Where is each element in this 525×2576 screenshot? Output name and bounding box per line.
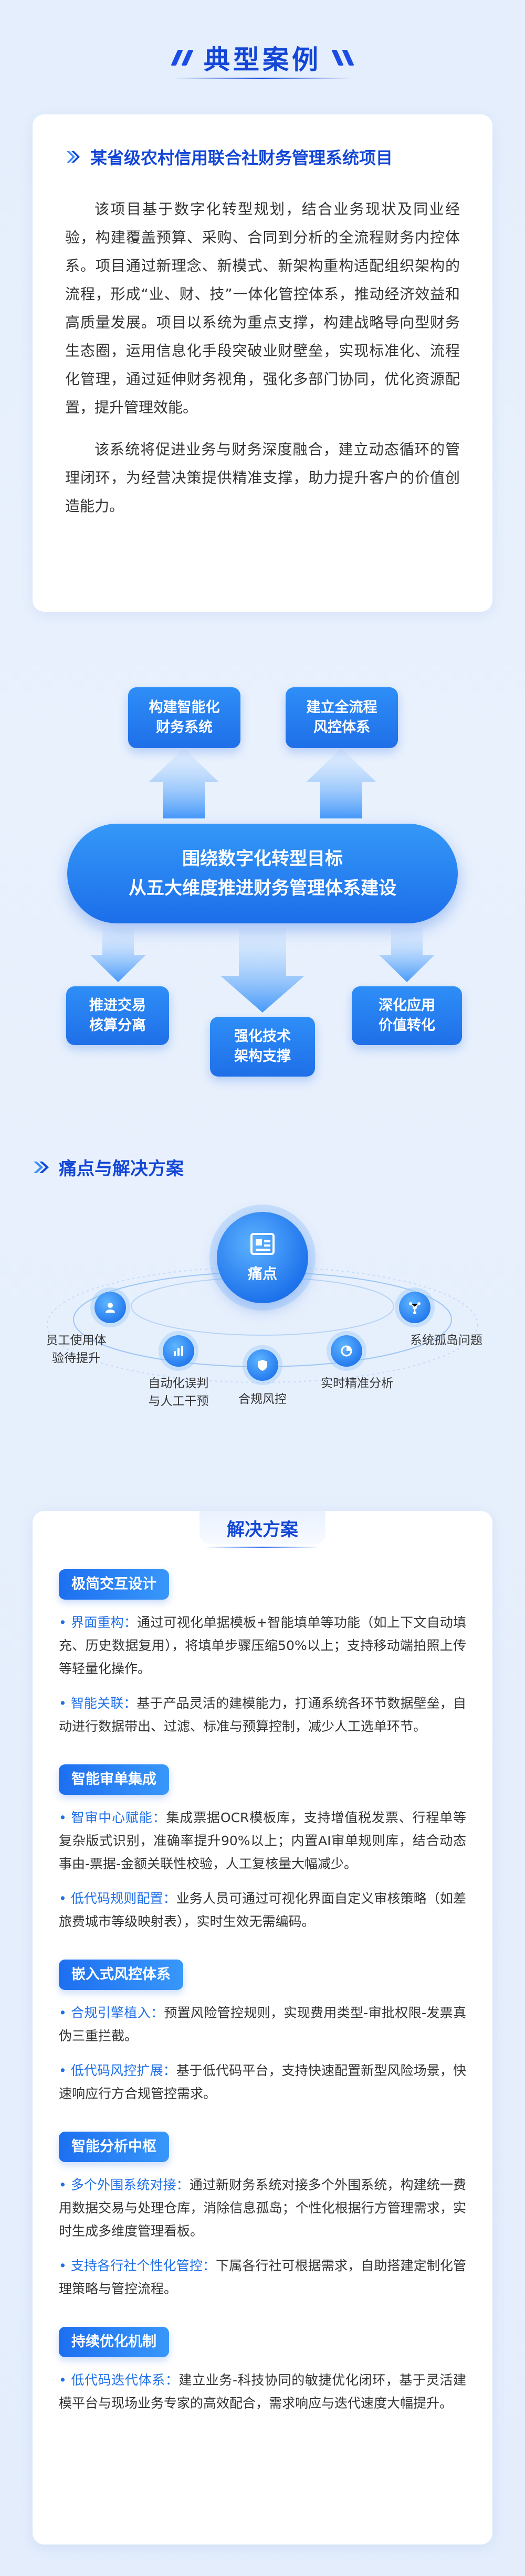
box-deepen-application-value: 深化应用 价值转化 bbox=[352, 986, 462, 1045]
shield-icon bbox=[247, 1349, 278, 1381]
arrow-up-right bbox=[307, 748, 376, 818]
bullet-dot: • bbox=[59, 1696, 71, 1711]
box-build-smart-finance-system: 构建智能化 财务系统 bbox=[128, 687, 240, 748]
solution-item: • 低代码规则配置：业务人员可通过可视化界面自定义审核策略（如差旅费城市等级映射… bbox=[59, 1887, 466, 1933]
item-key: 支持各行社个性化管控： bbox=[70, 2258, 216, 2273]
bullet-dot: • bbox=[59, 1615, 71, 1630]
solution-item: • 合规引擎植入：预置风险管控规则，实现费用类型-审批权限-发票真伪三重拦截。 bbox=[59, 2002, 466, 2048]
pain-core-circle: 痛点 bbox=[217, 1212, 308, 1303]
analytics-icon bbox=[331, 1335, 362, 1367]
bullet-dot: • bbox=[59, 2063, 71, 2078]
item-text: 预置风险管控规则，实现费用类型-审批权限-发票真伪三重拦截。 bbox=[59, 2005, 466, 2043]
center-goal-pill: 围绕数字化转型目标 从五大维度推进财务管理体系建设 bbox=[67, 824, 458, 923]
document-icon bbox=[248, 1232, 277, 1257]
item-key: 智能关联： bbox=[70, 1696, 137, 1711]
bullet-dot: • bbox=[59, 2372, 71, 2388]
box-label: 构建智能化 财务系统 bbox=[149, 699, 220, 736]
item-key: 界面重构： bbox=[70, 1615, 138, 1630]
arrow-down-mid bbox=[220, 928, 304, 1013]
box-build-risk-control-system: 建立全流程 风控体系 bbox=[286, 687, 398, 748]
bullet-dot: • bbox=[59, 2258, 71, 2273]
box-label: 深化应用 价值转化 bbox=[379, 997, 435, 1034]
page-header: 典型案例 bbox=[0, 37, 525, 79]
pain-node-label: 合规风控 bbox=[238, 1392, 287, 1406]
box-label: 强化技术 架构支撑 bbox=[234, 1028, 291, 1065]
diagram-arrows bbox=[90, 748, 435, 1013]
item-text: 集成票据OCR模板库，支持增值税发票、行程单等复杂版式识别，准确率提升90%以上… bbox=[59, 1810, 466, 1871]
box-separate-trade-accounting: 推进交易 核算分离 bbox=[66, 986, 169, 1045]
page-title: 典型案例 bbox=[204, 45, 321, 75]
user-icon bbox=[94, 1292, 126, 1323]
section-tag: 持续优化机制 bbox=[59, 2327, 169, 2357]
solution-card: 解决方案 极简交互设计 • 界面重构：通过可视化单据模板+智能填单等功能（如上下文… bbox=[33, 1511, 492, 2545]
solution-heading: 解决方案 bbox=[194, 1511, 331, 1545]
solution-item: • 智审中心赋能：集成票据OCR模板库，支持增值税发票、行程单等复杂版式识别，准… bbox=[59, 1806, 466, 1876]
arrow-down-right bbox=[379, 928, 435, 982]
solution-heading-underline bbox=[205, 1547, 320, 1548]
slash-decoration-left bbox=[171, 50, 194, 66]
network-icon bbox=[399, 1292, 430, 1323]
solution-heading-tab bbox=[200, 1511, 326, 1545]
item-text: 建立业务-科技协同的敏捷优化闭环，基于灵活建模平台与现场业务专家的高效配合，需求… bbox=[59, 2372, 466, 2411]
slash-decoration-right bbox=[331, 50, 354, 66]
five-dimension-diagram: 构建智能化 财务系统 建立全流程 风控体系 围绕数字化转型目标 从五大维度推进财… bbox=[0, 661, 525, 1091]
item-text: 基于低代码平台，支持快速配置新型风险场景，快速响应行方合规管控需求。 bbox=[59, 2063, 466, 2101]
arrow-up-left bbox=[149, 748, 218, 818]
chart-icon bbox=[163, 1335, 194, 1367]
solution-section: 智能审单集成 • 智审中心赋能：集成票据OCR模板库，支持增值税发票、行程单等复杂… bbox=[59, 1764, 466, 1933]
bullet-dot: • bbox=[59, 1810, 71, 1825]
section-tag: 智能分析中枢 bbox=[59, 2132, 169, 2162]
title-underline bbox=[173, 78, 352, 79]
item-key: 合规引擎植入： bbox=[71, 2005, 164, 2020]
box-strengthen-tech-architecture: 强化技术 架构支撑 bbox=[210, 1017, 315, 1077]
item-key: 低代码迭代体系： bbox=[71, 2372, 179, 2388]
solution-item: • 低代码迭代体系：建立业务-科技协同的敏捷优化闭环，基于灵活建模平台与现场业务… bbox=[59, 2369, 466, 2415]
section-tag: 智能审单集成 bbox=[59, 1764, 169, 1795]
box-label: 建立全流程 风控体系 bbox=[306, 699, 377, 736]
item-text: 通过可视化单据模板+智能填单等功能（如上下文自动填充、历史数据复用），将填单步骤… bbox=[59, 1615, 466, 1676]
solution-section: 持续优化机制 • 低代码迭代体系：建立业务-科技协同的敏捷优化闭环，基于灵活建模平… bbox=[59, 2327, 466, 2415]
item-text: 业务人员可通过可视化界面自定义审核策略（如差旅费城市等级映射表），实时生效无需编… bbox=[59, 1891, 466, 1929]
item-key: 智审中心赋能： bbox=[71, 1810, 166, 1825]
core-label: 痛点 bbox=[247, 1265, 277, 1282]
double-chevron-icon bbox=[33, 1159, 50, 1175]
project-title: 某省级农村信用联合社财务管理系统项目 bbox=[90, 148, 393, 168]
solution-item: • 低代码风控扩展：基于低代码平台，支持快速配置新型风险场景，快速响应行方合规管… bbox=[59, 2059, 466, 2105]
project-card: 某省级农村信用联合社财务管理系统项目 该项目基于数字化转型规划，结合业务现状及同… bbox=[33, 114, 492, 612]
solution-item: • 智能关联：基于产品灵活的建模能力，打通系统各环节数据壁垒，自动进行数据带出、… bbox=[59, 1692, 466, 1738]
solution-section: 智能分析中枢 • 多个外围系统对接：通过新财务系统对接多个外围系统，构建统一费用数… bbox=[59, 2132, 466, 2301]
section-tag: 极简交互设计 bbox=[59, 1569, 169, 1600]
solution-sections: 极简交互设计 • 界面重构：通过可视化单据模板+智能填单等功能（如上下文自动填充、… bbox=[59, 1569, 466, 2415]
double-chevron-icon bbox=[65, 149, 81, 165]
pain-node-label: 员工使用体 验待提升 bbox=[46, 1334, 107, 1365]
bullet-dot: • bbox=[59, 1891, 71, 1906]
box-label: 推进交易 核算分离 bbox=[89, 997, 146, 1034]
pain-node-label: 实时精准分析 bbox=[321, 1377, 393, 1390]
solution-title: 解决方案 bbox=[227, 1519, 298, 1540]
section-tag: 嵌入式风控体系 bbox=[59, 1960, 183, 1990]
pain-section-heading: 痛点与解决方案 bbox=[33, 1154, 184, 1180]
item-key: 多个外围系统对接： bbox=[70, 2177, 190, 2192]
solution-item: • 多个外围系统对接：通过新财务系统对接多个外围系统，构建统一费用数据交易与处理… bbox=[59, 2174, 466, 2243]
pain-section-title: 痛点与解决方案 bbox=[59, 1158, 184, 1179]
project-paragraph: 该系统将促进业务与财务深度融合，建立动态循环的管理闭环，为经营决策提供精准支撑，… bbox=[65, 441, 460, 515]
project-heading: 某省级农村信用联合社财务管理系统项目 bbox=[65, 145, 460, 169]
item-text: 基于产品灵活的建模能力，打通系统各环节数据壁垒，自动进行数据带出、过滤、标准与预… bbox=[59, 1696, 466, 1734]
pain-node-label: 自动化误判 与人工干预 bbox=[148, 1377, 209, 1408]
item-text: 下属各行社可根据需求，自助搭建定制化管理策略与管控流程。 bbox=[59, 2258, 466, 2296]
solution-section: 极简交互设计 • 界面重构：通过可视化单据模板+智能填单等功能（如上下文自动填充、… bbox=[59, 1569, 466, 1738]
solution-item: • 支持各行社个性化管控：下属各行社可根据需求，自助搭建定制化管理策略与管控流程… bbox=[59, 2254, 466, 2301]
center-goal-label: 围绕数字化转型目标 从五大维度推进财务管理体系建设 bbox=[129, 848, 396, 899]
item-key: 低代码风控扩展： bbox=[70, 2063, 176, 2078]
bullet-dot: • bbox=[59, 2177, 71, 2192]
pain-orbit-diagram: 痛点 员工使用体 验待提升 自动化误判 与人工干预 合规风控 实时精准分析 系统… bbox=[0, 1201, 525, 1495]
item-key: 低代码规则配置： bbox=[70, 1891, 176, 1906]
solution-section: 嵌入式风控体系 • 合规引擎植入：预置风险管控规则，实现费用类型-审批权限-发票真… bbox=[59, 1960, 466, 2105]
bullet-dot: • bbox=[59, 2005, 71, 2020]
item-text: 通过新财务系统对接多个外围系统，构建统一费用数据交易与处理仓库，消除信息孤岛；个… bbox=[59, 2177, 466, 2239]
solution-item: • 界面重构：通过可视化单据模板+智能填单等功能（如上下文自动填充、历史数据复用… bbox=[59, 1611, 466, 1680]
pain-node-label: 系统孤岛问题 bbox=[410, 1334, 482, 1347]
project-paragraph: 该项目基于数字化转型规划，结合业务现状及同业经验，构建覆盖预算、采购、合同到分析… bbox=[65, 200, 460, 416]
arrow-down-left bbox=[90, 928, 146, 982]
